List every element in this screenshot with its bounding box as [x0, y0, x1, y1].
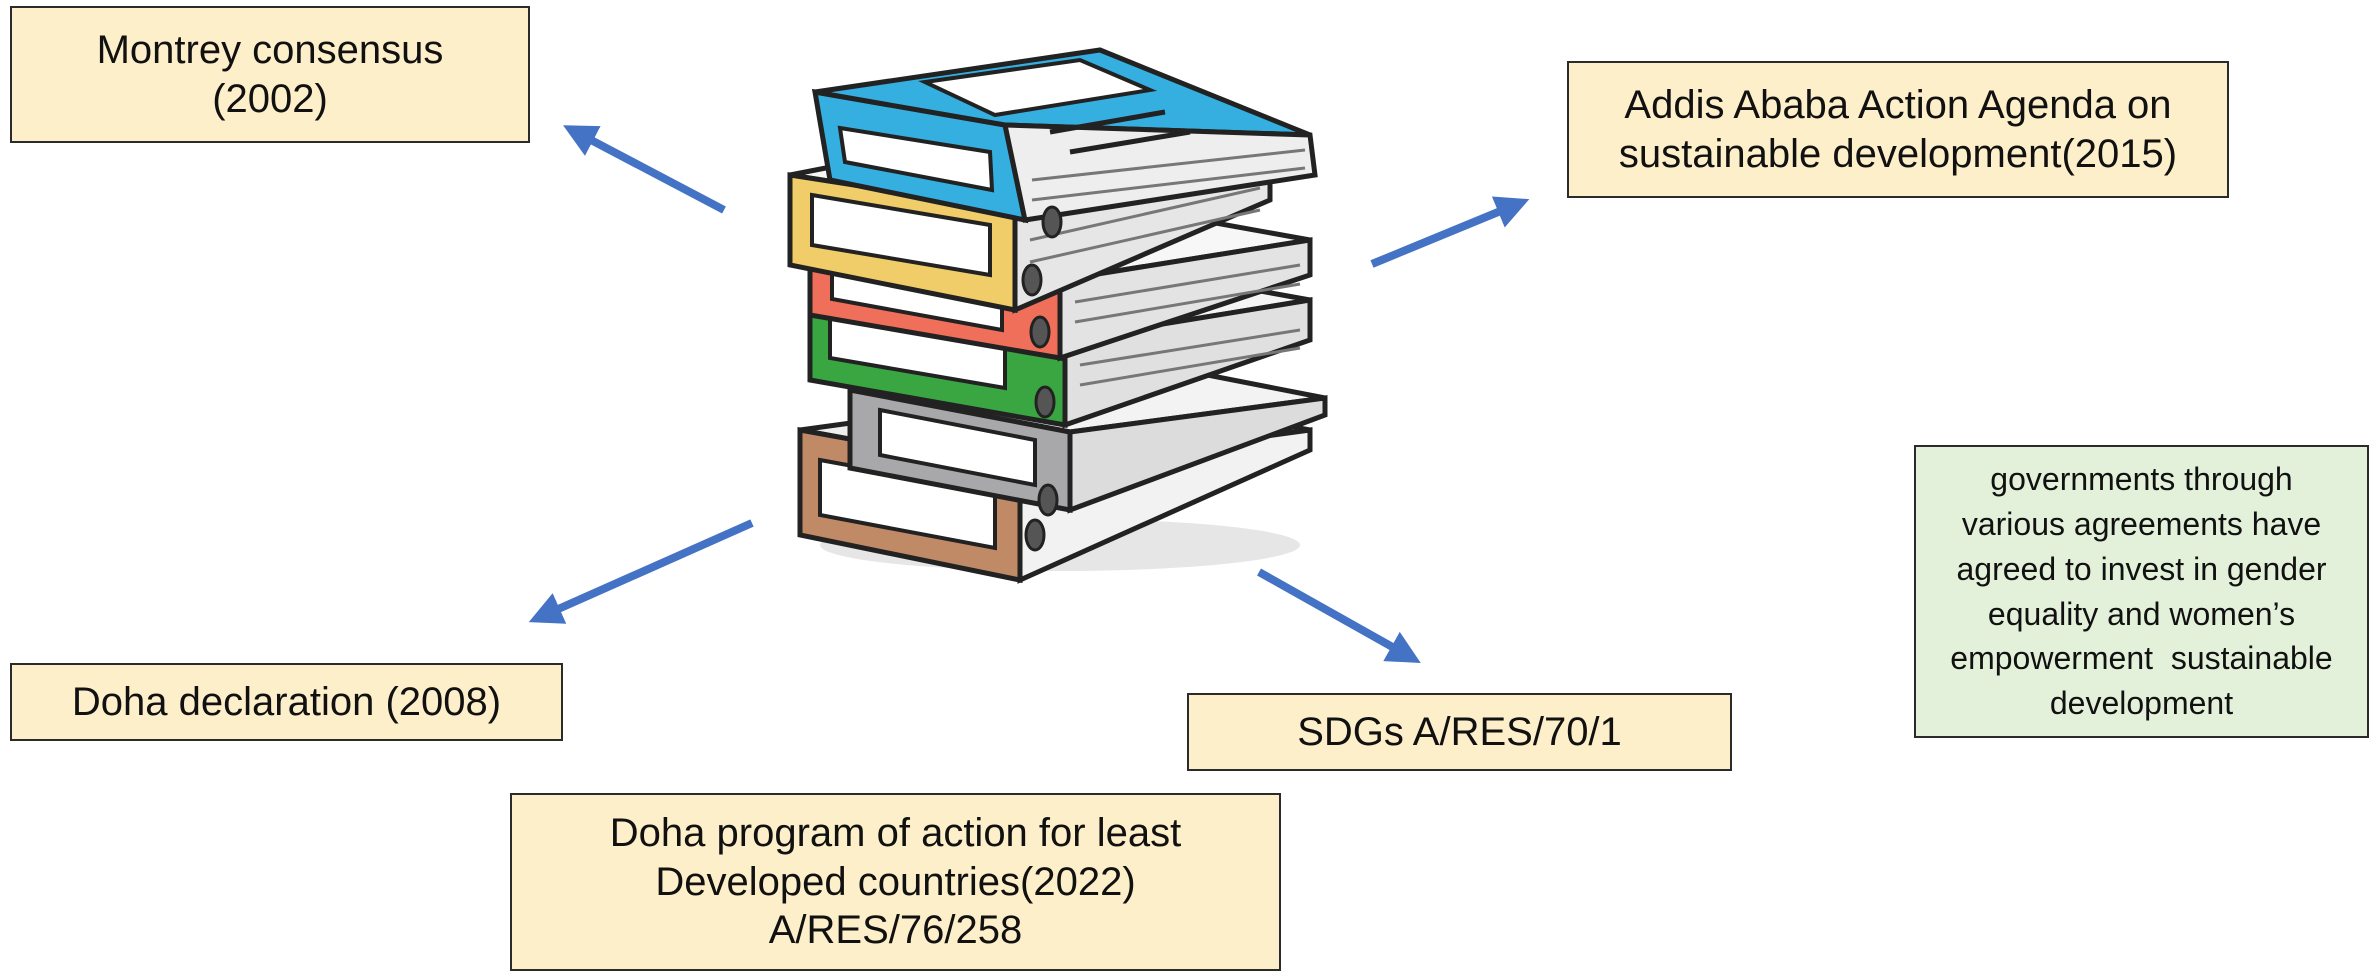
blue-binder-icon — [811, 47, 1318, 239]
doha-program-box: Doha program of action for least Develop… — [510, 793, 1281, 971]
governments-note-box: governments through various agreements h… — [1914, 445, 2369, 738]
note-line-4: equality and women’s — [1987, 595, 2296, 632]
montrey-line-1: Montrey consensus — [96, 27, 444, 72]
note-line-3: agreed to invest in gender — [1956, 550, 2327, 587]
montrey-consensus-box: Montrey consensus (2002) — [10, 6, 530, 143]
addis-ababa-box: Addis Ababa Action Agenda on sustainable… — [1567, 61, 2229, 198]
arrow-to-montrey-icon — [563, 125, 726, 214]
doha-declaration-line-1: Doha declaration (2008) — [71, 679, 502, 724]
doha-program-line-1: Doha program of action for least — [609, 810, 1182, 855]
addis-line-2: sustainable development(2015) — [1618, 131, 2178, 176]
binder-stack-icon — [787, 47, 1328, 584]
sdgs-line-1: SDGs A/RES/70/1 — [1297, 709, 1622, 754]
doha-program-line-3: A/RES/76/258 — [768, 908, 1023, 953]
arrow-to-doha-declaration-icon — [528, 519, 754, 624]
arrow-to-addis-icon — [1370, 196, 1530, 268]
addis-line-1: Addis Ababa Action Agenda on — [1624, 82, 2172, 127]
note-line-1: governments through — [1990, 461, 2293, 498]
montrey-line-2: (2002) — [212, 76, 328, 121]
doha-declaration-box: Doha declaration (2008) — [10, 663, 563, 741]
note-line-2: various agreements have — [1961, 505, 2322, 542]
note-line-5: empowerment sustainable — [1950, 640, 2333, 677]
note-line-6: development — [2049, 685, 2234, 722]
arrow-to-sdgs-icon — [1257, 568, 1421, 663]
sdgs-box: SDGs A/RES/70/1 — [1187, 693, 1732, 771]
doha-program-line-2: Developed countries(2022) — [655, 859, 1136, 904]
